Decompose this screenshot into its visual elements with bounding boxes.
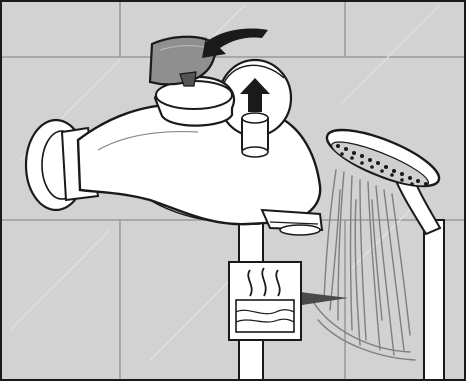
diverter-knob (242, 113, 268, 157)
hot-water-icon (229, 262, 301, 340)
shower-pipe (424, 220, 444, 381)
